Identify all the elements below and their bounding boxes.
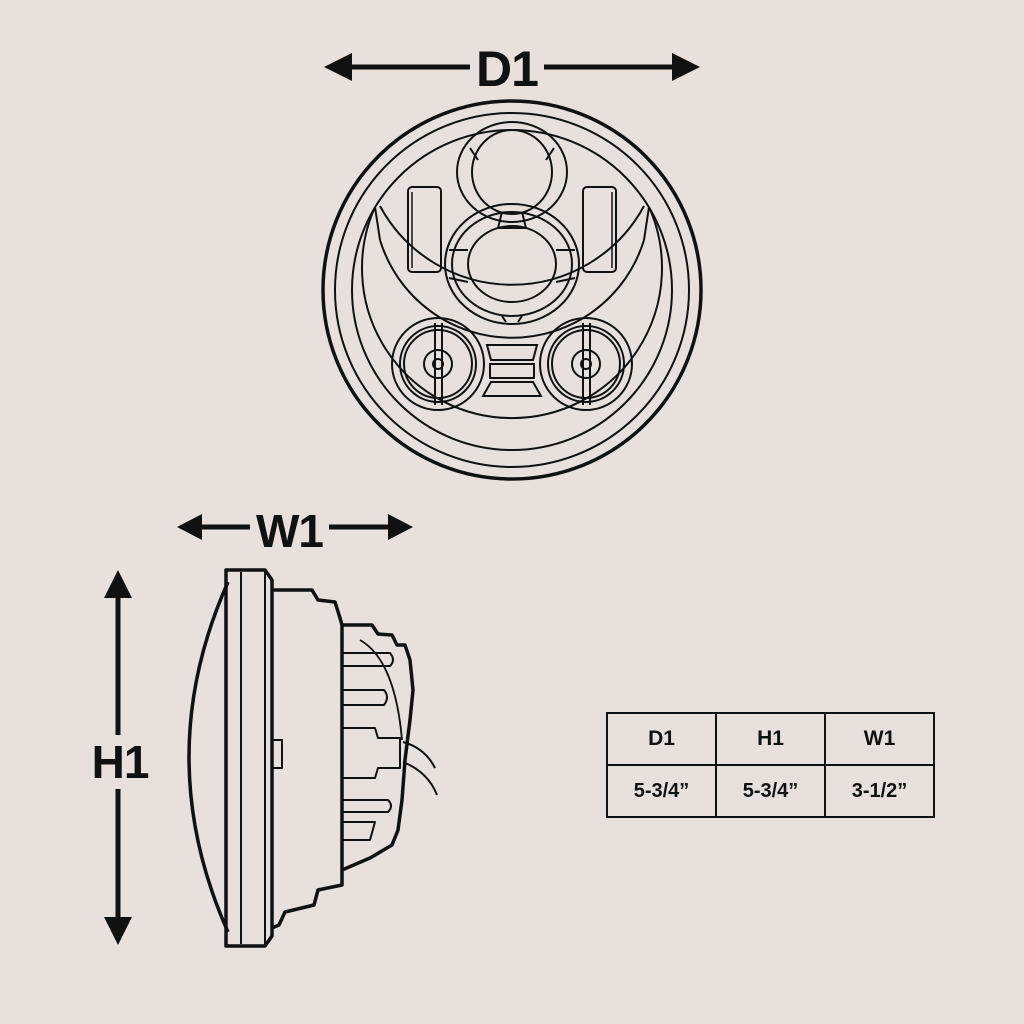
headlight-front-view: [321, 99, 703, 481]
w1-dimension-label: W1: [250, 508, 329, 554]
spec-value-d1: 5-3/4”: [606, 764, 717, 818]
spec-table-header-row: D1 H1 W1: [606, 712, 935, 766]
headlight-side-view: [187, 568, 438, 948]
d1-dimension-label: D1: [470, 44, 544, 94]
spec-value-w1: 3-1/2”: [824, 764, 935, 818]
dimensions-spec-table: D1 H1 W1 5-3/4” 5-3/4” 3-1/2”: [606, 712, 935, 818]
spec-value-h1: 5-3/4”: [715, 764, 826, 818]
spec-header-d1: D1: [606, 712, 717, 766]
spec-header-h1: H1: [715, 712, 826, 766]
h1-dimension-label: H1: [82, 735, 158, 789]
spec-table-value-row: 5-3/4” 5-3/4” 3-1/2”: [606, 764, 935, 818]
spec-header-w1: W1: [824, 712, 935, 766]
